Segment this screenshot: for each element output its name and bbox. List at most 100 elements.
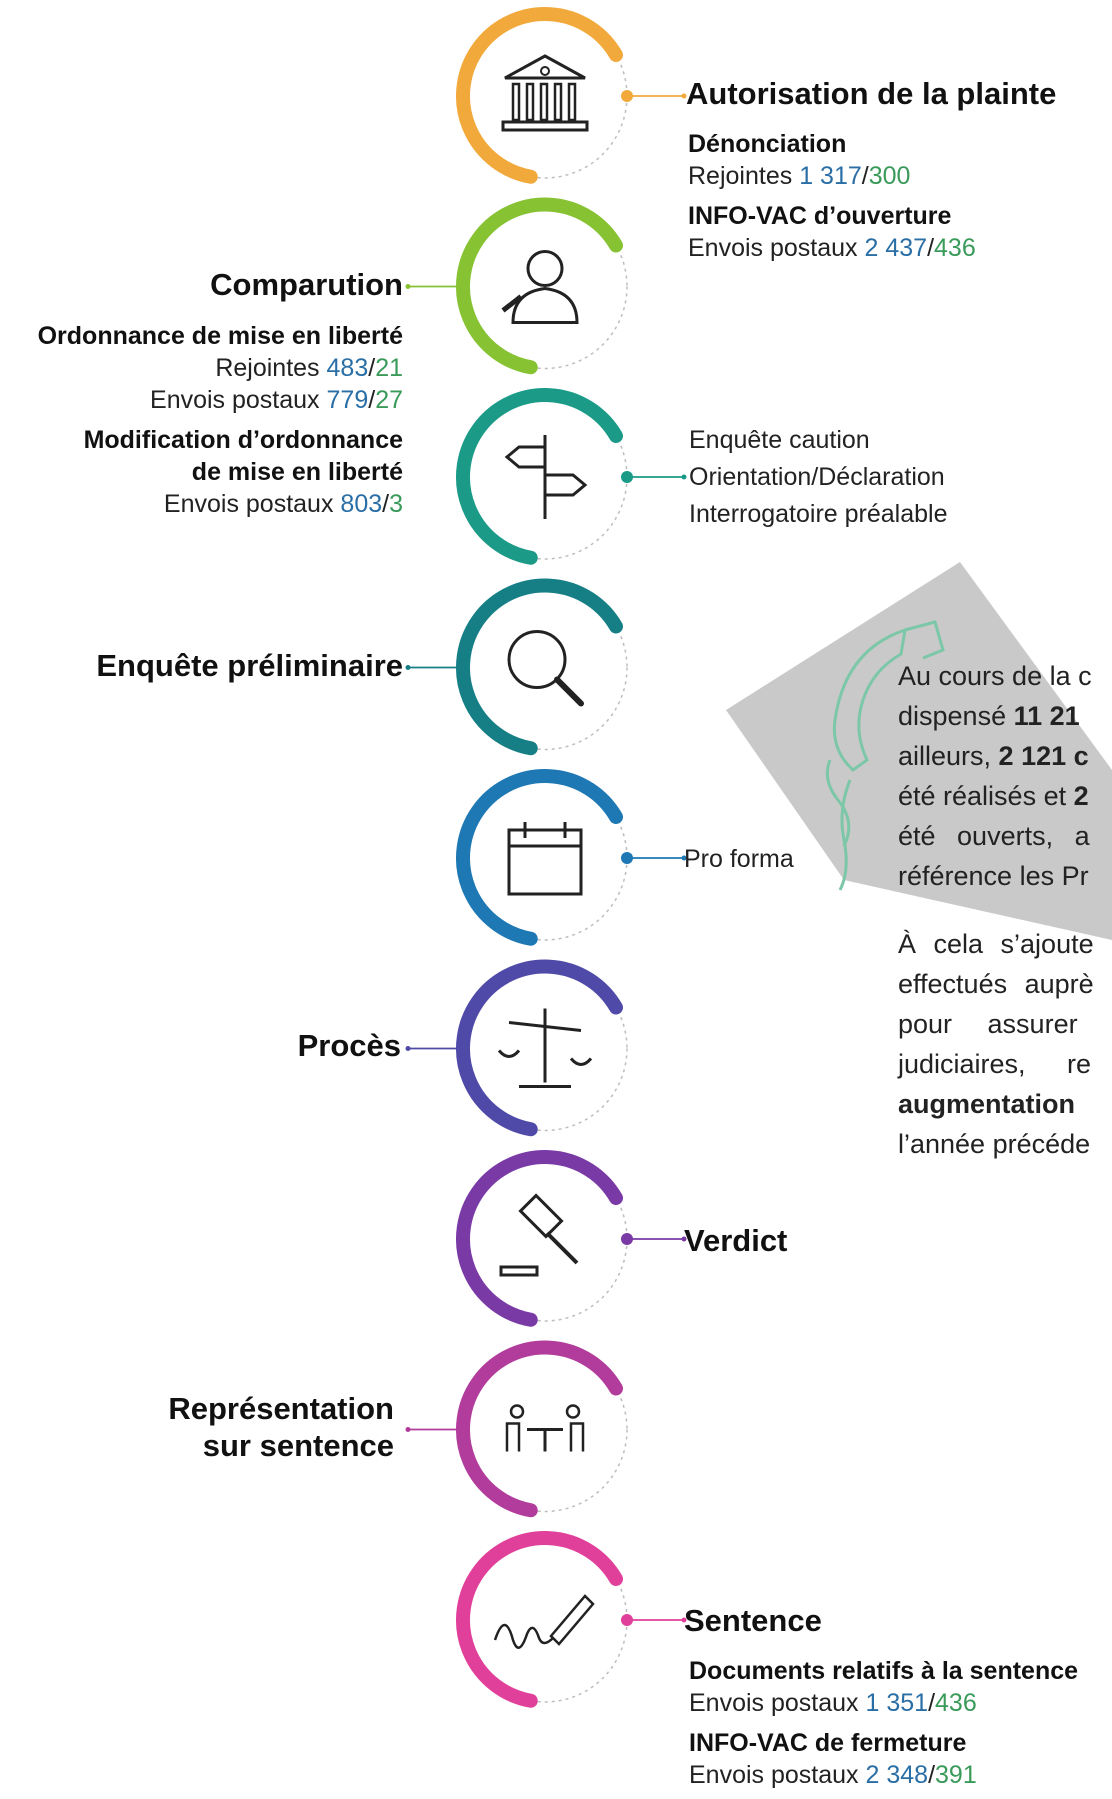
- stage-node-proforma: [456, 769, 628, 946]
- title-line: sur sentence: [202, 1428, 394, 1464]
- title-line: Représentation: [168, 1391, 394, 1426]
- detail-line: Rejointes 1 317/300: [688, 160, 976, 192]
- stage-title-enquete: Enquête préliminaire: [96, 648, 403, 683]
- connector-proforma: [621, 852, 687, 864]
- phone-background-panel: [726, 562, 1112, 940]
- detail-line: Envois postaux 2 348/391: [689, 1759, 1078, 1791]
- line-label: Rejointes: [215, 354, 320, 382]
- ring-inner: [479, 1173, 611, 1305]
- detail-line: Envois postaux 1 351/436: [689, 1687, 1078, 1719]
- detail-line: Envois postaux 803/3: [38, 488, 403, 520]
- detail-modification-ordonnance: Modification d’ordonnance de mise en lib…: [38, 424, 403, 520]
- ring-arc: [456, 1340, 624, 1518]
- value-secondary: 27: [375, 386, 403, 414]
- value-secondary: 3: [389, 490, 403, 518]
- stage-node-sentence: [456, 1531, 628, 1708]
- para-line: été réalisés et 2: [898, 781, 1089, 811]
- separator: /: [927, 234, 935, 262]
- separator: /: [928, 1689, 936, 1717]
- separator: /: [928, 1761, 936, 1789]
- line-label: Envois postaux: [163, 490, 334, 518]
- connector-autorisation: [621, 90, 687, 102]
- ring-arc: [456, 1150, 624, 1327]
- connector-proces: [405, 1042, 469, 1055]
- ring-arc: [456, 769, 624, 946]
- para-line: Au cours de la c: [898, 661, 1092, 691]
- value-primary: 779: [326, 386, 369, 414]
- courthouse-icon: [501, 54, 589, 132]
- value-primary: 803: [340, 490, 383, 518]
- para-line: référence les Pr: [898, 861, 1089, 891]
- value-primary: 1 351: [865, 1689, 929, 1717]
- para-line: judiciaires, re: [898, 1049, 1092, 1079]
- detail-infovac-ouverture: INFO-VAC d’ouverture Envois postaux 2 43…: [688, 200, 976, 264]
- orientation-line: Interrogatoire préalable: [689, 500, 948, 528]
- ring-arc: [456, 197, 624, 375]
- signpost-icon: [504, 435, 588, 519]
- sidebar-paragraph-1: Au cours de la c dispensé 11 21 ailleurs…: [898, 656, 1112, 896]
- detail-infovac-fermeture: INFO-VAC de fermeture Envois postaux 2 3…: [689, 1727, 1078, 1791]
- sidebar-paragraph-2: À cela s’ajoute effectués auprè pour ass…: [898, 924, 1112, 1164]
- stage-node-autorisation: [456, 7, 628, 184]
- line-label: Envois postaux: [689, 1761, 859, 1789]
- detail-label: INFO-VAC de fermeture: [689, 1729, 967, 1757]
- separator: /: [368, 386, 376, 414]
- value-secondary: 300: [868, 162, 911, 190]
- stage-node-comparution: [456, 197, 628, 375]
- ring-arc: [456, 578, 624, 756]
- gavel-icon: [499, 1193, 579, 1277]
- connector-verdict: [621, 1233, 687, 1245]
- ring-arc: [456, 388, 624, 565]
- stage-title-sentence: Sentence: [684, 1603, 822, 1638]
- stage-node-orientation: [456, 388, 628, 565]
- orientation-line: Enquête caution: [689, 426, 870, 454]
- magnifier-icon: [507, 630, 584, 707]
- value-primary: 2 437: [864, 234, 928, 262]
- connector-enquete: [405, 661, 469, 674]
- line-label: Rejointes: [688, 162, 793, 190]
- stage-title-proces: Procès: [297, 1028, 401, 1063]
- line-label: Envois postaux: [150, 386, 320, 414]
- connector-orientation: [621, 471, 687, 483]
- detail-line: Envois postaux 779/27: [38, 384, 403, 416]
- value-primary: 2 348: [865, 1761, 929, 1789]
- para-line: effectués auprè: [898, 969, 1094, 999]
- para-line: été ouverts, a: [898, 821, 1090, 851]
- separator: /: [861, 162, 869, 190]
- line-label: Envois postaux: [689, 1689, 859, 1717]
- stage-node-enquete: [456, 578, 628, 756]
- detail-label: INFO-VAC d’ouverture: [688, 202, 952, 230]
- detail-line: Rejointes 483/21: [38, 352, 403, 384]
- value-primary: 1 317: [799, 162, 862, 190]
- stage-title-representation: Représentation sur sentence: [168, 1390, 394, 1464]
- value-secondary: 21: [375, 354, 403, 382]
- para-line: ailleurs, 2 121 c: [898, 741, 1089, 771]
- orientation-line: Orientation/Déclaration: [689, 463, 945, 491]
- autorisation-details: Dénonciation Rejointes 1 317/300 INFO-VA…: [688, 128, 976, 272]
- ring-inner: [479, 30, 611, 162]
- ring-inner: [479, 792, 611, 924]
- signature-pen-icon: [493, 1594, 595, 1649]
- separator: /: [382, 490, 390, 518]
- ring-arc: [456, 959, 624, 1137]
- detail-label: Modification d’ordonnance: [83, 426, 403, 454]
- value-secondary: 436: [935, 1689, 977, 1717]
- detail-denonciation: Dénonciation Rejointes 1 317/300: [688, 128, 976, 192]
- stage-node-proces: [456, 959, 628, 1137]
- stage-title-autorisation: Autorisation de la plainte: [686, 76, 1057, 111]
- para-line: l’année précéde: [898, 1129, 1091, 1159]
- connector-representation: [405, 1423, 469, 1436]
- stage-title-comparution: Comparution: [210, 267, 403, 302]
- telephone-icon: [825, 620, 945, 891]
- para-line: pour assurer: [898, 1009, 1078, 1039]
- connector-comparution: [405, 280, 469, 293]
- ring-inner: [479, 1554, 611, 1686]
- meeting-icon: [505, 1404, 585, 1452]
- value-secondary: 436: [934, 234, 976, 262]
- ring-arc: [456, 7, 624, 184]
- value-primary: 483: [326, 354, 369, 382]
- connector-sentence: [621, 1614, 687, 1626]
- orientation-details: Enquête caution Orientation/Déclaration …: [689, 422, 948, 533]
- calendar-icon: [507, 822, 583, 896]
